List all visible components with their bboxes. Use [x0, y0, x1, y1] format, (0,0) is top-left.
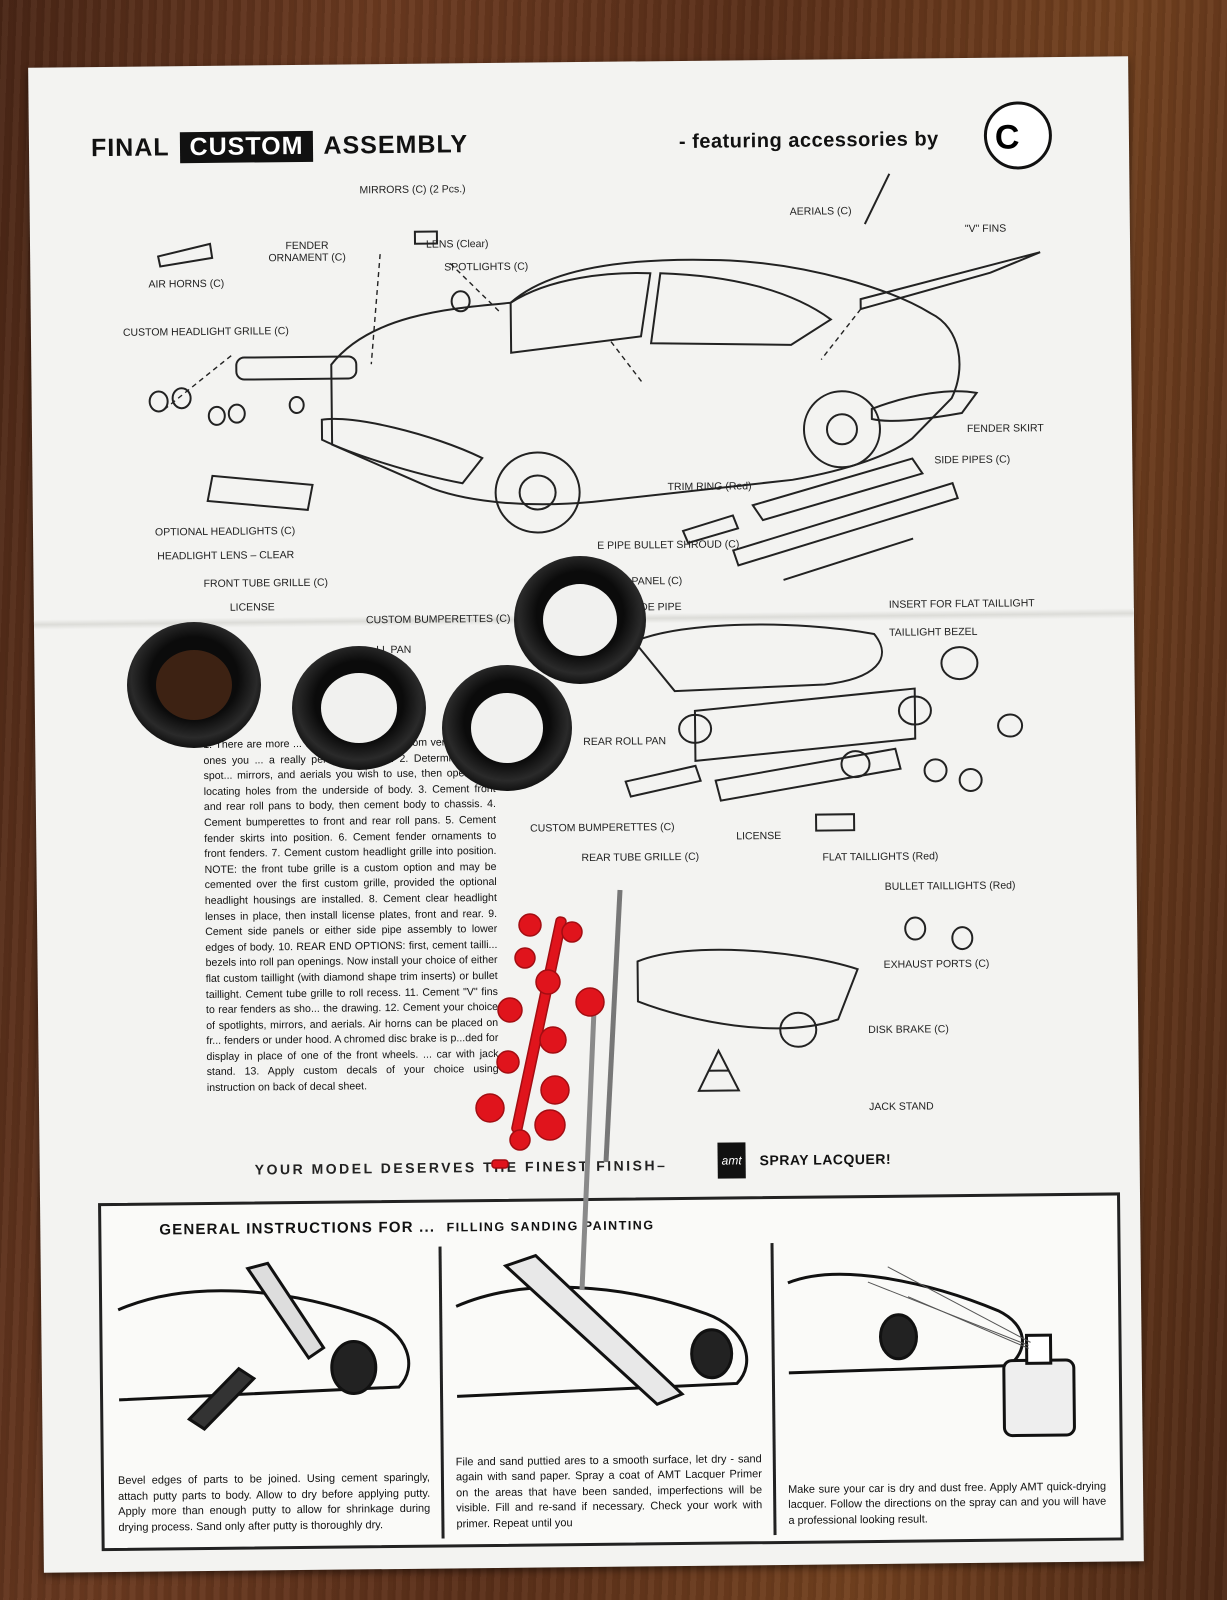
- windshield: [509, 272, 652, 354]
- aerial: [863, 173, 891, 225]
- rear-tube-grille: [714, 747, 902, 802]
- air-horns-part: [156, 242, 214, 268]
- roof-window: [649, 272, 833, 346]
- metal-axle-rods: [579, 889, 623, 1291]
- instruction-column-filling: Bevel edges of parts to be joined. Using…: [108, 1247, 439, 1542]
- tire-2: [292, 646, 426, 770]
- tire-3: [442, 665, 572, 791]
- spotlight-part: [450, 290, 471, 313]
- exhaust-port-part: [904, 916, 927, 941]
- sanding-illustration: [455, 1253, 749, 1407]
- assembly-diagram: [148, 173, 1041, 1092]
- rear-license-part: [815, 813, 856, 832]
- rubber-tires: [127, 556, 646, 791]
- disk-brake-part: [779, 1011, 818, 1048]
- jack-stand-part: [697, 1048, 741, 1092]
- front-tube-grille: [206, 474, 314, 511]
- tire-1: [127, 622, 261, 748]
- general-instructions-panel: GENERAL INSTRUCTIONS FOR ... FILLING SAN…: [98, 1192, 1124, 1552]
- headlight-grille: [235, 355, 358, 381]
- filling-illustration: [117, 1261, 411, 1431]
- front-wheel: [494, 451, 581, 534]
- rear-body-outline: [632, 623, 883, 693]
- rear-wheel: [802, 390, 881, 469]
- painting-illustration: [787, 1266, 1076, 1438]
- taillight-bezel-part: [940, 646, 979, 681]
- fender-skirt: [870, 390, 979, 422]
- side-pipe: [751, 457, 925, 522]
- lens-part: [413, 230, 439, 245]
- v-fin: [859, 251, 1041, 311]
- red-clear-parts-sprue: [475, 913, 605, 1169]
- instruction-column-painting: Make sure your car is dry and dust free.…: [777, 1240, 1114, 1535]
- instruction-column-sanding: File and sand puttied ares to a smooth s…: [446, 1243, 771, 1538]
- side-panel: [731, 481, 959, 567]
- rear-roll-pan: [693, 687, 917, 762]
- rear-bumperette: [624, 764, 702, 798]
- front-roll-pan: [320, 417, 484, 485]
- chassis-outline: [636, 948, 859, 1030]
- instruction-sheet: FINAL CUSTOM ASSEMBLY - featuring access…: [28, 56, 1144, 1573]
- tire-4: [514, 556, 646, 684]
